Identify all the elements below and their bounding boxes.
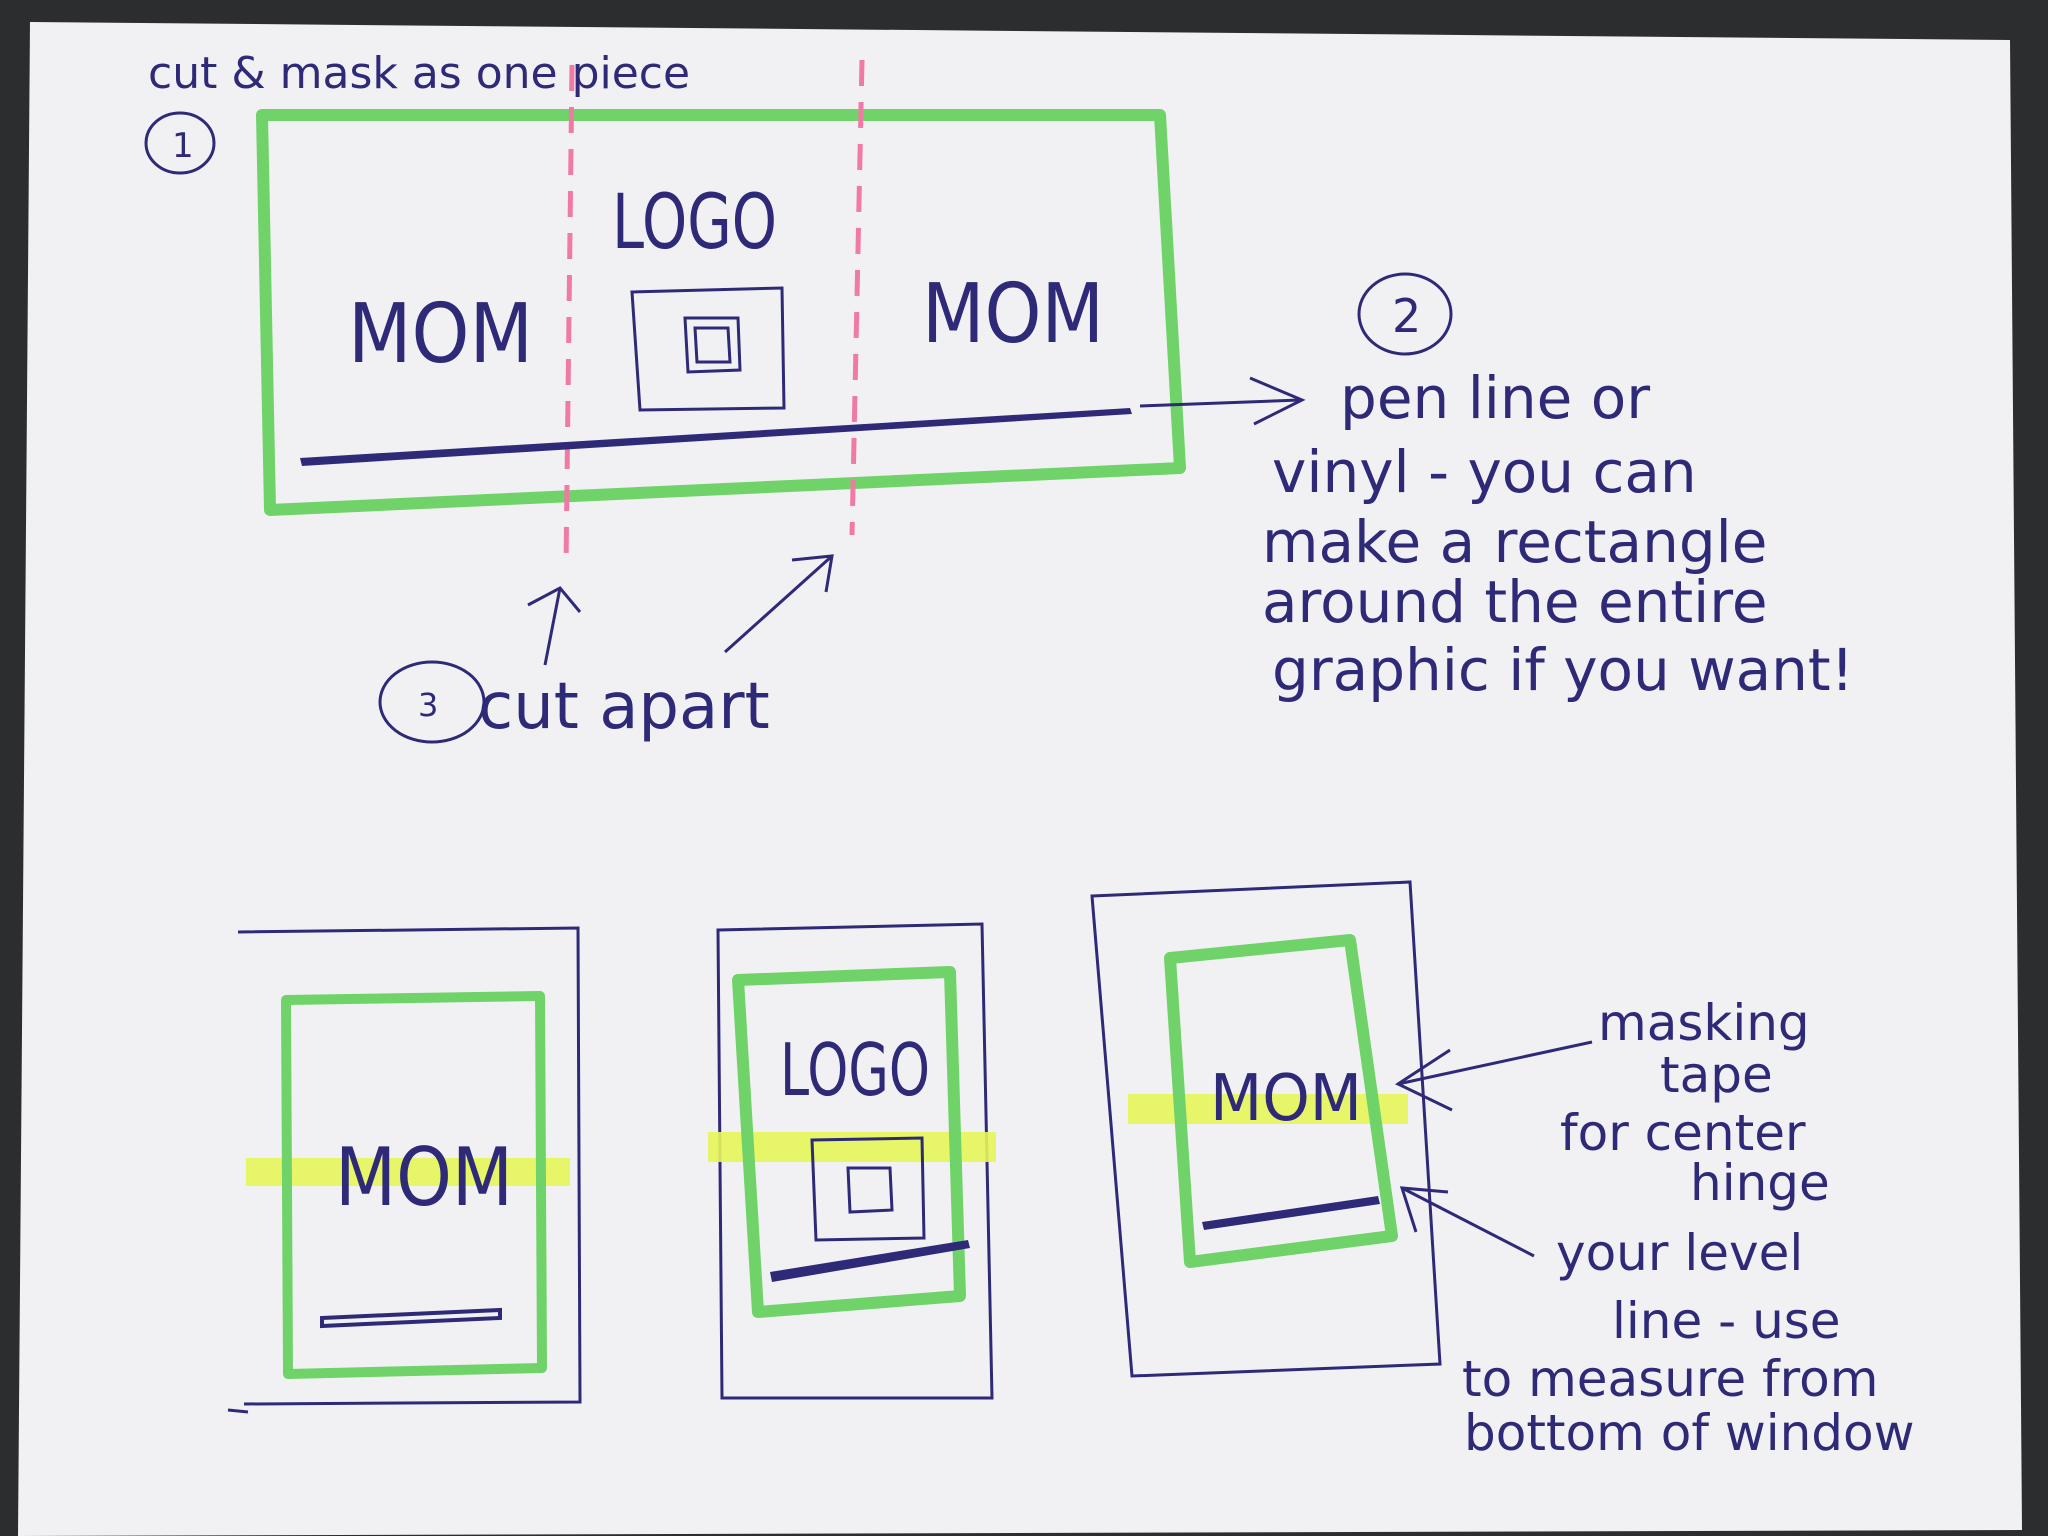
- top-right-word: MOM: [922, 267, 1104, 362]
- level-line-note-3: to measure from: [1462, 1350, 1878, 1408]
- top-logo-square-icon: [630, 286, 786, 412]
- bottom-logo-square-icon: [810, 1136, 926, 1242]
- step2-line-2: vinyl - you can: [1272, 438, 1697, 506]
- step2-arrow: [1139, 376, 1306, 426]
- step1-circle: [144, 111, 216, 175]
- step3-arrow-right: [723, 554, 834, 654]
- masking-tape-note-1: masking: [1598, 994, 1810, 1052]
- step2-line-3: make a rectangle: [1262, 508, 1767, 576]
- bottom-center-level-line: [770, 1240, 970, 1282]
- bottom-right-level-line: [1202, 1196, 1380, 1230]
- top-pen-line: [300, 408, 1132, 466]
- masking-tape-note-2: tape: [1660, 1046, 1773, 1104]
- paper-sheet: [18, 22, 2022, 1536]
- step1-label: cut & mask as one piece: [148, 48, 690, 99]
- level-line-note-1: your level: [1556, 1224, 1803, 1282]
- bottom-left-level-line: [320, 1307, 502, 1329]
- step2-circle: [1357, 272, 1453, 356]
- step2-line-5: graphic if you want!: [1272, 636, 1854, 704]
- bottom-left-word: MOM: [335, 1131, 513, 1224]
- step2-number: 2: [1392, 289, 1421, 343]
- level-line-arrow: [1399, 1186, 1535, 1258]
- cut-line-right: [849, 59, 865, 536]
- bottom-panel-right: MOM: [1090, 880, 1442, 1378]
- step3-label: cut apart: [478, 670, 770, 744]
- level-line-note-2: line - use: [1612, 1292, 1841, 1350]
- bottom-panel-left: MOM: [227, 926, 582, 1414]
- level-line-note-4: bottom of window: [1464, 1404, 1915, 1462]
- masking-tape-note-4: hinge: [1690, 1154, 1830, 1212]
- step3-circle: [378, 660, 486, 744]
- masking-tape-arrow: [1394, 1040, 1593, 1112]
- step3-arrow-left: [527, 586, 582, 666]
- bottom-right-word: MOM: [1210, 1062, 1362, 1136]
- bottom-center-word: LOGO: [780, 1028, 930, 1112]
- top-center-word: LOGO: [612, 177, 777, 266]
- step2-line-4: around the entire: [1262, 568, 1768, 636]
- top-left-word: MOM: [348, 287, 533, 382]
- step1-number: 1: [172, 126, 194, 166]
- masking-tape-note-3: for center: [1560, 1104, 1806, 1162]
- step2-line-1: pen line or: [1340, 364, 1650, 432]
- step3-number: 3: [418, 686, 438, 724]
- bottom-panel-center: LOGO: [708, 922, 996, 1400]
